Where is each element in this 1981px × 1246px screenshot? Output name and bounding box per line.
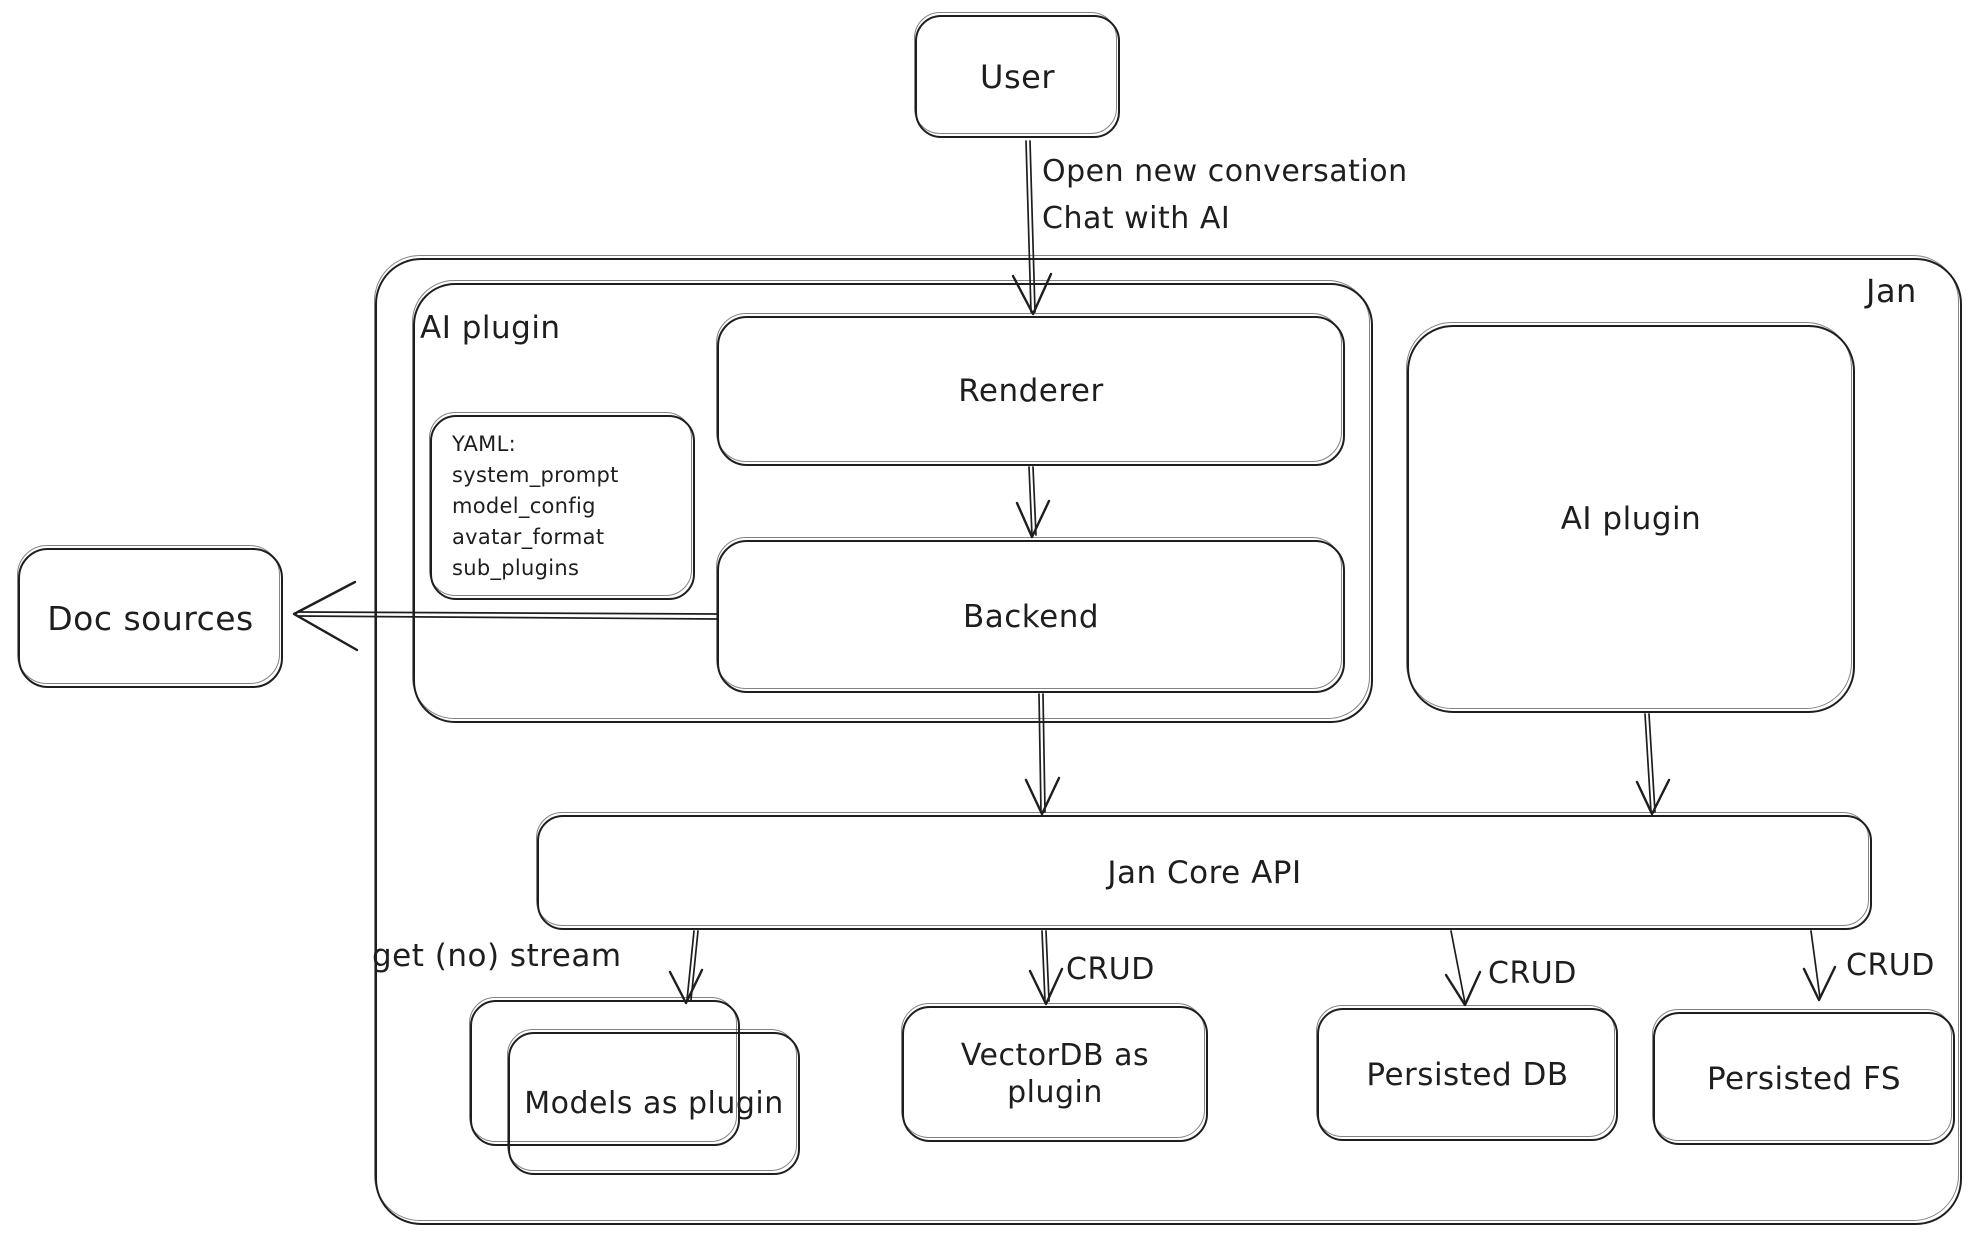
models-plugin-label: Models as plugin [524, 1085, 784, 1121]
yaml-note-text: YAML: system_prompt model_config avatar_… [452, 429, 619, 584]
yaml-line: model_config [452, 494, 596, 518]
doc-sources-box: Doc sources [17, 545, 283, 688]
persisted-db-box: Persisted DB [1316, 1005, 1618, 1141]
vectordb-plugin-label: VectorDB as plugin [960, 1037, 1150, 1111]
backend-box: Backend [716, 537, 1345, 693]
jan-core-api-box: Jan Core API [536, 812, 1872, 930]
yaml-line: YAML: [452, 432, 516, 456]
open-conversation-line2: Chat with AI [1042, 201, 1231, 236]
renderer-box-label: Renderer [958, 373, 1104, 409]
backend-box-label: Backend [962, 598, 1100, 635]
yaml-line: sub_plugins [452, 556, 580, 580]
user-box-label: User [980, 57, 1055, 96]
yaml-line: avatar_format [452, 525, 605, 549]
get-stream-edge-label: get (no) stream [372, 938, 622, 974]
renderer-box: Renderer [716, 313, 1345, 466]
persisted-fs-label: Persisted FS [1706, 1060, 1902, 1097]
crud-vectordb-label: CRUD [1066, 952, 1155, 987]
ai-plugin-right-label: AI plugin [1560, 501, 1702, 537]
vectordb-plugin-box: VectorDB as plugin [901, 1003, 1208, 1142]
user-box: User [914, 12, 1120, 138]
doc-sources-label: Doc sources [47, 598, 254, 638]
yaml-note-box: YAML: system_prompt model_config avatar_… [429, 412, 695, 600]
persisted-db-label: Persisted DB [1366, 1056, 1569, 1093]
jan-container-label: Jan [1866, 272, 1917, 310]
crud-persisted-db-label: CRUD [1488, 956, 1577, 991]
persisted-fs-box: Persisted FS [1652, 1009, 1955, 1145]
ai-plugin-right-box: AI plugin [1406, 322, 1855, 713]
open-conversation-line1: Open new conversation [1042, 154, 1408, 189]
ai-plugin-left-label: AI plugin [420, 310, 561, 346]
jan-core-api-label: Jan Core API [1107, 854, 1302, 891]
open-conversation-edge-label: Open new conversation Chat with AI [1042, 148, 1408, 242]
models-plugin-box: Models as plugin [507, 1029, 800, 1175]
crud-persisted-fs-label: CRUD [1846, 948, 1935, 983]
yaml-line: system_prompt [452, 463, 619, 487]
